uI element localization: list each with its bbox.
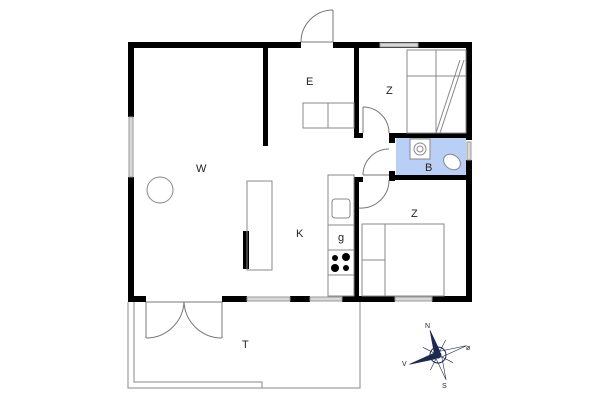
window-bottom-1	[246, 296, 291, 302]
compass-north-label: N	[425, 323, 430, 330]
doors	[145, 9, 390, 339]
window-bottom-2	[309, 296, 343, 302]
kitchen-counter	[327, 174, 355, 297]
room-label-terrace: T	[242, 339, 249, 351]
sink-icon	[331, 198, 351, 219]
compass-east-label: ø	[466, 345, 471, 352]
compass-rose-icon	[409, 330, 467, 380]
room-label-living: W	[196, 163, 207, 175]
compass-south-label: S	[442, 383, 447, 390]
furniture	[146, 49, 467, 297]
window-bottom-3	[394, 296, 433, 302]
room-label-bedroom2: Z	[411, 208, 418, 220]
room-label-kitchen: K	[296, 228, 304, 240]
interior-walls	[243, 48, 472, 302]
window-top-bedroom	[379, 42, 419, 48]
terrace-outline	[127, 302, 361, 389]
room-label-bedroom1: Z	[386, 85, 393, 97]
window-left	[128, 116, 134, 178]
round-table	[146, 176, 174, 204]
toilet-icon	[443, 153, 461, 171]
compass-west-label: V	[402, 361, 407, 368]
stove-icon	[331, 253, 350, 272]
room-label-entry: E	[306, 76, 313, 88]
window-bathroom	[466, 141, 472, 161]
basin-icon	[409, 138, 431, 160]
windows	[128, 42, 472, 302]
room-label-bathroom: B	[425, 162, 432, 174]
kitchen-island	[246, 180, 273, 271]
room-label-stove: g	[338, 232, 344, 244]
